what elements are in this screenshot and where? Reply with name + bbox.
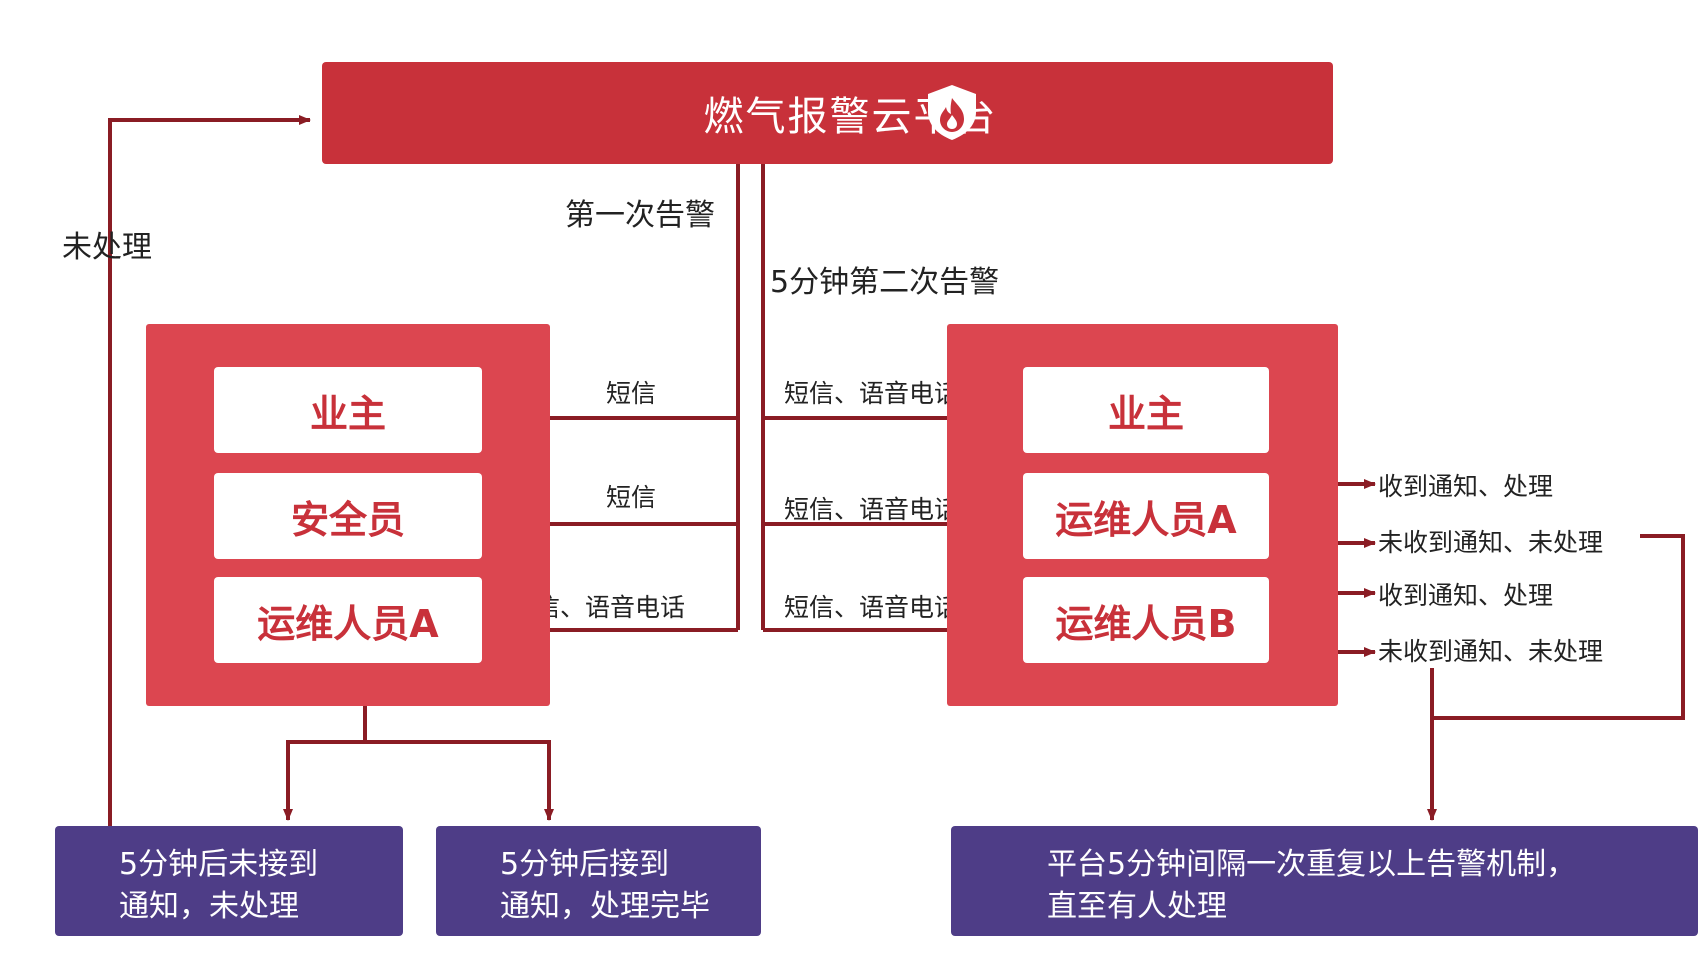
left-owner-box: 业主 — [214, 367, 482, 453]
outcome-not-received: 5分钟后未接到 通知，未处理 — [55, 826, 403, 936]
second-alarm-recipients: 业主 运维人员A 运维人员B — [947, 324, 1338, 706]
gas-alarm-cloud-platform: 燃气报警云平台 — [322, 62, 1333, 164]
repeat-line — [1430, 534, 1685, 820]
unprocessed-label: 未处理 — [62, 230, 152, 265]
ops-b-not-received-label: 未收到通知、未处理 — [1378, 637, 1604, 666]
right-ops-a-box: 运维人员A — [1023, 473, 1269, 559]
right-owner-channel: 短信、语音电话 — [784, 379, 960, 408]
outcome-received-done: 5分钟后接到 通知，处理完毕 — [436, 826, 761, 936]
left-safety-officer-box: 安全员 — [214, 473, 482, 559]
ops-a-received-label: 收到通知、处理 — [1378, 472, 1554, 501]
left-group-split — [286, 706, 551, 820]
first-alarm-recipients: 业主 安全员 运维人员A — [146, 324, 550, 706]
left-owner-channel: 短信 — [606, 379, 657, 408]
right-ops-b-box: 运维人员B — [1023, 577, 1269, 663]
left-safety-channel: 短信 — [606, 483, 657, 512]
flame-shield-icon — [928, 85, 976, 140]
left-ops-a-box: 运维人员A — [214, 577, 482, 663]
right-owner-box: 业主 — [1023, 367, 1269, 453]
right-ops-a-channel: 短信、语音电话 — [784, 495, 960, 524]
ops-a-not-received-label: 未收到通知、未处理 — [1378, 528, 1604, 557]
outcome-repeat: 平台5分钟间隔一次重复以上告警机制， 直至有人处理 — [951, 826, 1698, 936]
ops-b-received-label: 收到通知、处理 — [1378, 581, 1554, 610]
right-ops-b-channel: 短信、语音电话 — [784, 593, 960, 622]
unprocessed-loop — [108, 115, 311, 826]
first-alarm-label: 第一次告警 — [565, 198, 715, 233]
second-alarm-label: 5分钟第二次告警 — [770, 265, 1000, 300]
